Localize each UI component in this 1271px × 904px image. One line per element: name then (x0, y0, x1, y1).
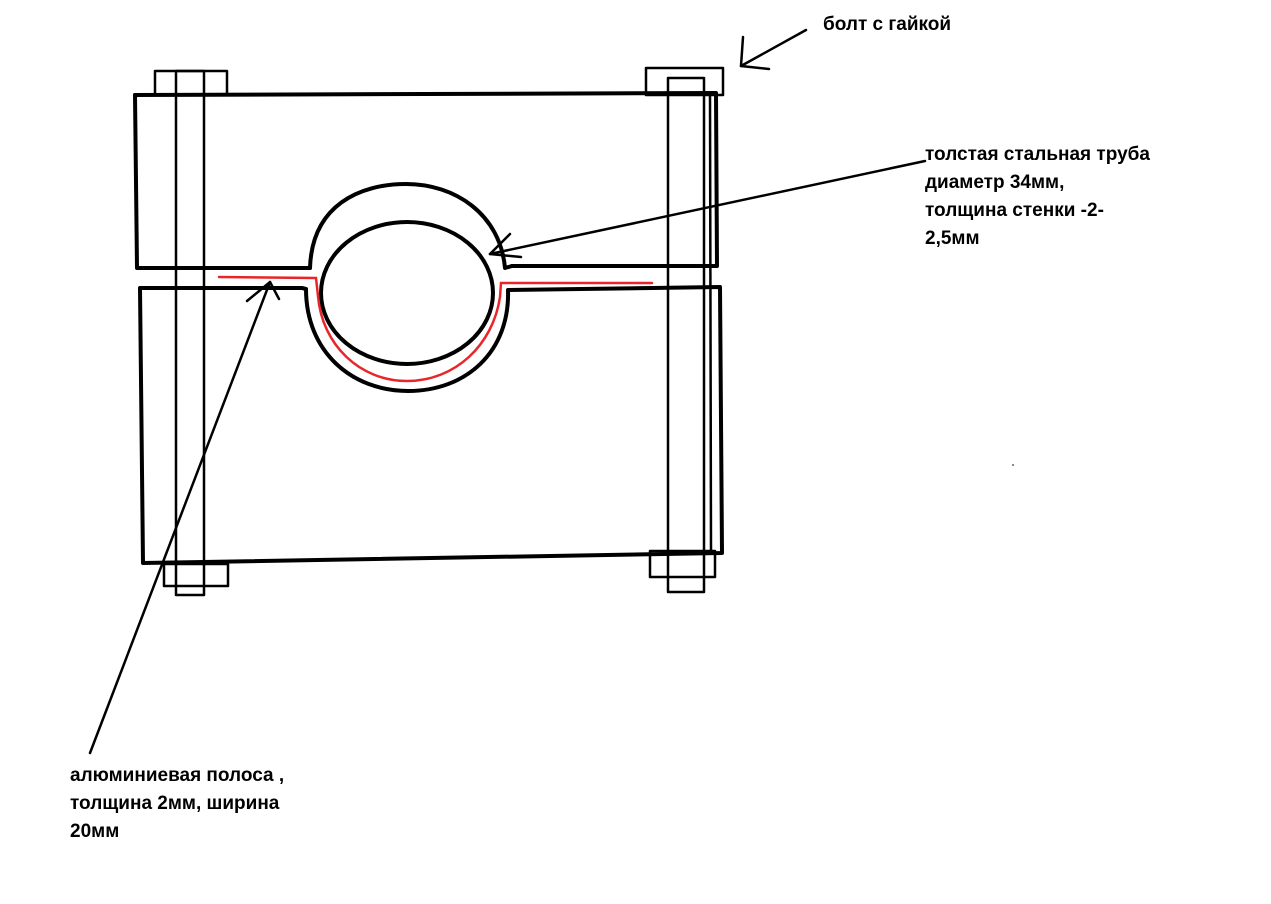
label-strip-line-3: 20мм (70, 821, 120, 842)
label-tube-line-3: толщина стенки -2- (925, 200, 1104, 221)
label-tube-line-4: 2,5мм (925, 228, 980, 249)
bolt-shank-left (174, 69, 206, 597)
label-tube-line-2: диаметр 34мм, (925, 172, 1065, 193)
bolt-right (644, 66, 725, 594)
arrow-strip (88, 280, 281, 755)
lower-clamp-block (138, 285, 724, 565)
aluminum-strip (217, 275, 654, 383)
bolt-shank-right (666, 76, 706, 594)
label-bolt-line: болт с гайкой (823, 14, 952, 35)
stray-dot (1012, 464, 1014, 466)
bolt-left (153, 69, 230, 597)
bolt-right-inner-line (708, 94, 713, 552)
label-bolt-with-nut: болт с гайкой (823, 11, 951, 39)
arrow-bolt (739, 28, 808, 71)
label-tube-line-1: толстая стальная труба (925, 144, 1150, 165)
nut-top-left (153, 69, 229, 97)
arrow-tube (488, 159, 927, 259)
steel-tube (319, 220, 495, 366)
upper-clamp-block (133, 91, 719, 270)
nut-bottom-right (648, 549, 717, 579)
nut-bottom-left (162, 562, 230, 588)
label-strip-line-1: алюминиевая полоса , (70, 765, 285, 786)
label-strip-line-2: толщина 2мм, ширина (70, 793, 280, 814)
upper-jaw-arc (301, 182, 514, 270)
label-steel-tube: толстая стальная труба диаметр 34мм, тол… (925, 141, 1150, 253)
label-aluminum-strip: алюминиевая полоса , толщина 2мм, ширина… (70, 762, 284, 846)
nut-top-right (644, 66, 725, 97)
